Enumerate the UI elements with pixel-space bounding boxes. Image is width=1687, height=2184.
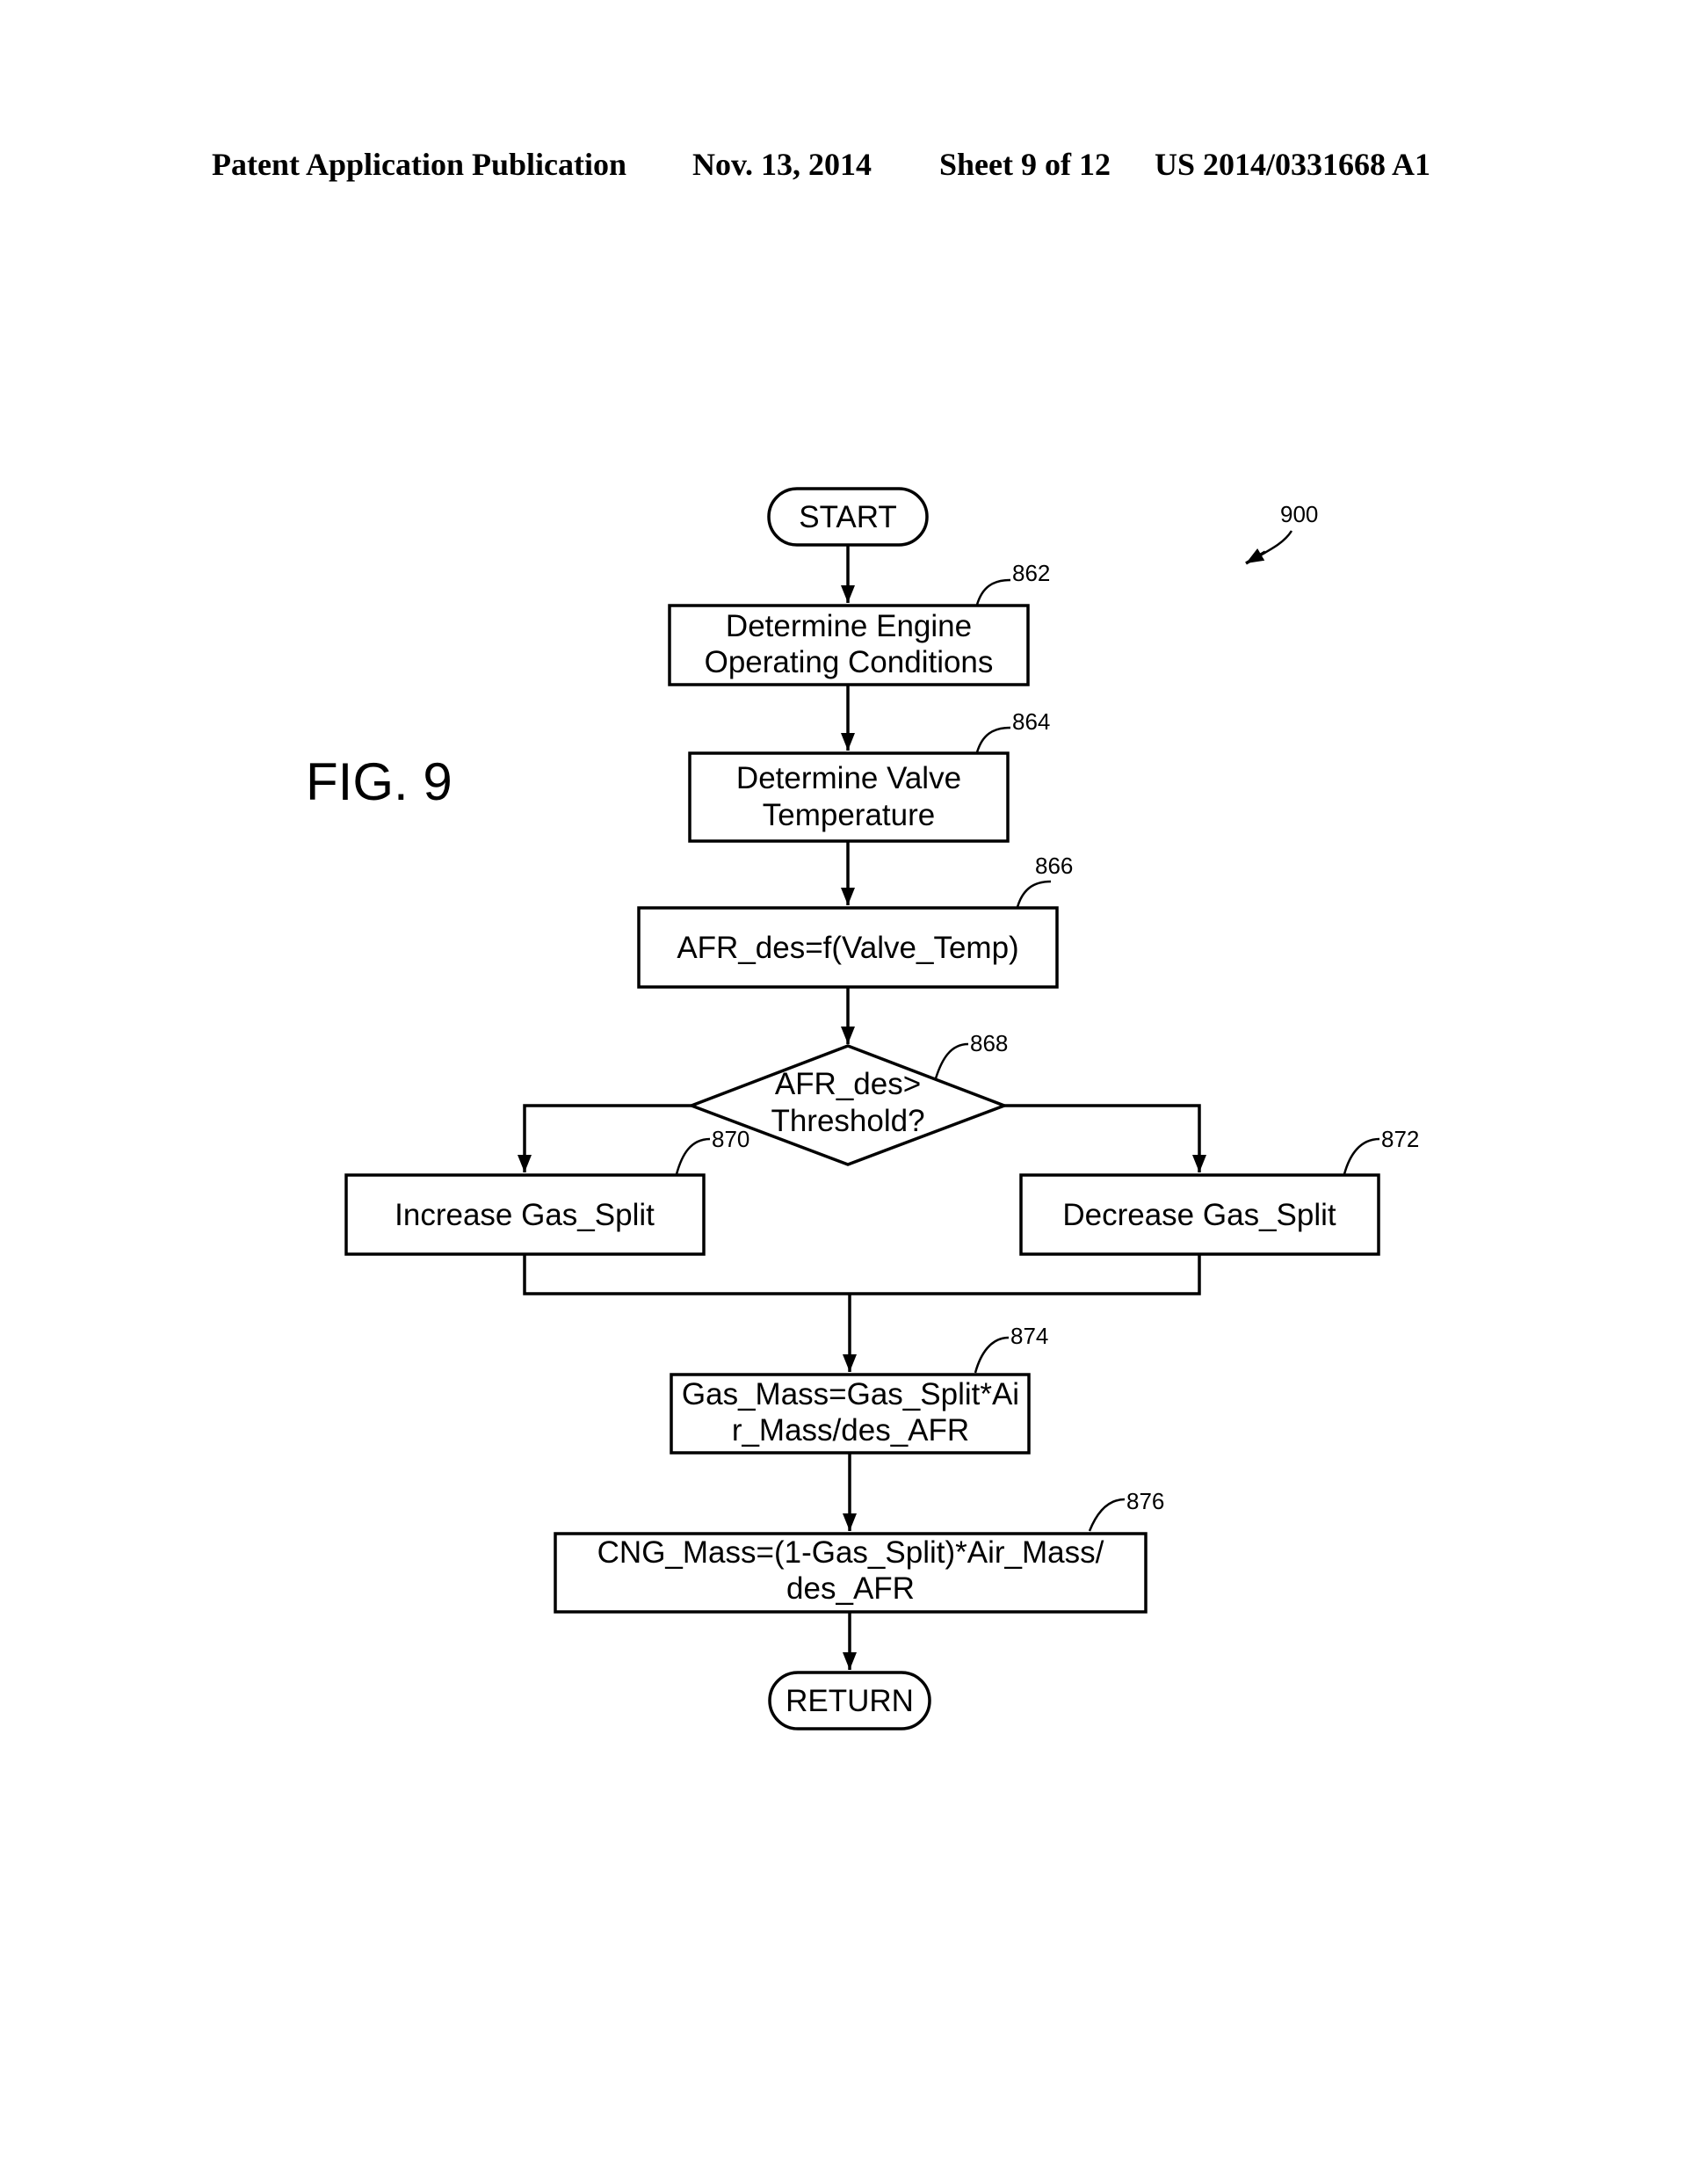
ref-leader-872	[1343, 1137, 1380, 1175]
ref-870: 870	[712, 1126, 749, 1152]
arrow-868-to-870	[518, 1104, 691, 1172]
start-label: START	[799, 500, 897, 534]
ref-872: 872	[1381, 1126, 1419, 1152]
decision-868-line2: Threshold?	[771, 1104, 924, 1138]
header-patent-number: US 2014/0331668 A1	[1155, 147, 1431, 182]
header-date: Nov. 13, 2014	[692, 147, 872, 182]
ref-leader-870	[675, 1137, 711, 1175]
header-publication: Patent Application Publication	[212, 147, 627, 182]
decision-868-afr-threshold	[687, 1044, 1009, 1166]
return-label: RETURN	[786, 1684, 914, 1718]
ref-leader-868	[934, 1042, 969, 1079]
step-874-gas-mass	[670, 1373, 1031, 1455]
ref-866: 866	[1035, 853, 1073, 879]
step-876-line1: CNG_Mass=(1-Gas_Split)*Air_Mass/	[597, 1535, 1104, 1570]
diagram-ref-label: 900	[1280, 501, 1318, 527]
arrow-868-to-872	[1004, 1104, 1206, 1172]
step-876-cng-mass	[554, 1532, 1148, 1614]
ref-876: 876	[1126, 1488, 1164, 1514]
decision-868-line1: AFR_des>	[775, 1067, 921, 1101]
ref-leader-876	[1088, 1498, 1126, 1532]
step-872-line1: Decrease Gas_Split	[1062, 1198, 1336, 1232]
step-862-line1: Determine Engine	[726, 609, 972, 643]
step-874-line2: r_Mass/des_AFR	[732, 1413, 969, 1448]
step-874-line1: Gas_Mass=Gas_Split*Ai	[682, 1377, 1019, 1411]
step-864-determine-valve-temperature	[688, 751, 1010, 843]
step-870-increase-gas-split	[344, 1173, 706, 1256]
merge-line	[523, 1254, 1201, 1295]
return-terminal	[768, 1671, 931, 1731]
step-866-afr-des	[637, 906, 1059, 989]
ref-leader-864	[975, 726, 1011, 753]
ref-864: 864	[1012, 708, 1050, 735]
step-862-determine-engine-conditions	[668, 604, 1030, 686]
ref-leader-862	[975, 578, 1011, 606]
step-864-line1: Determine Valve	[736, 761, 961, 795]
ref-leader-874	[974, 1336, 1010, 1374]
step-876-line2: des_AFR	[786, 1571, 915, 1606]
ref-868: 868	[970, 1030, 1008, 1056]
figure-label: FIG. 9	[306, 752, 453, 811]
ref-874: 874	[1010, 1323, 1048, 1349]
diagram-ref-arrow	[1245, 548, 1266, 565]
step-862-line2: Operating Conditions	[705, 645, 994, 679]
ref-leader-866	[1016, 880, 1052, 908]
step-864-line2: Temperature	[763, 798, 935, 832]
ref-862: 862	[1012, 560, 1050, 586]
step-872-decrease-gas-split	[1019, 1173, 1380, 1256]
header-sheet: Sheet 9 of 12	[939, 147, 1111, 182]
step-866-line1: AFR_des=f(Valve_Temp)	[677, 931, 1018, 965]
step-870-line1: Increase Gas_Split	[395, 1198, 655, 1232]
